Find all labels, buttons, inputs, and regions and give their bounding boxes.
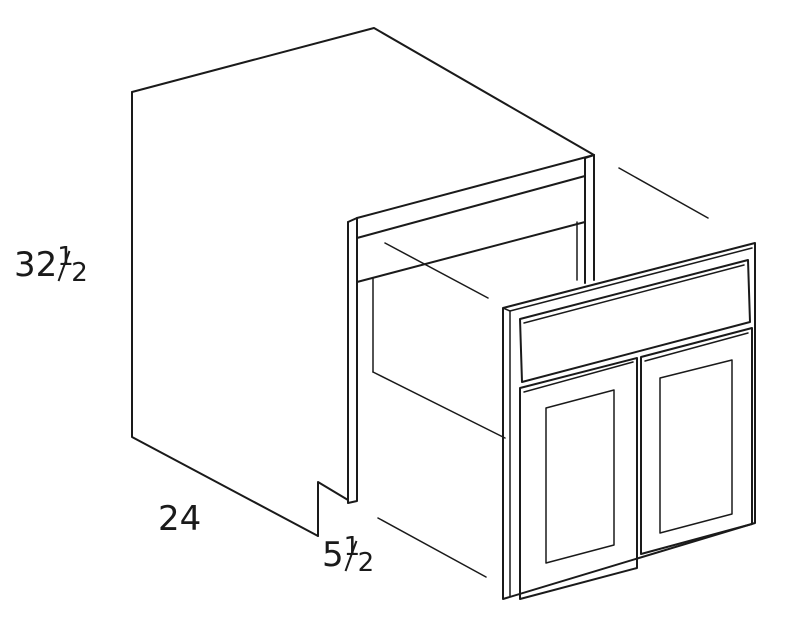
- height-fraction: 12: [57, 244, 88, 286]
- right-door: [640, 327, 753, 555]
- extension-lines: [377, 167, 709, 578]
- false-drawer-front: [519, 259, 751, 383]
- overlay-whole: 5: [322, 535, 344, 575]
- overlay-fraction: 12: [344, 534, 375, 576]
- cabinet-box: [131, 27, 595, 537]
- front-panel: [502, 242, 756, 600]
- depth-whole: 24: [158, 499, 202, 539]
- overlay-dimension-label: 512: [322, 534, 375, 576]
- height-whole: 32: [14, 245, 58, 285]
- height-dimension-label: 3212: [14, 244, 88, 286]
- left-door: [519, 357, 638, 600]
- depth-dimension-label: 24: [158, 502, 201, 536]
